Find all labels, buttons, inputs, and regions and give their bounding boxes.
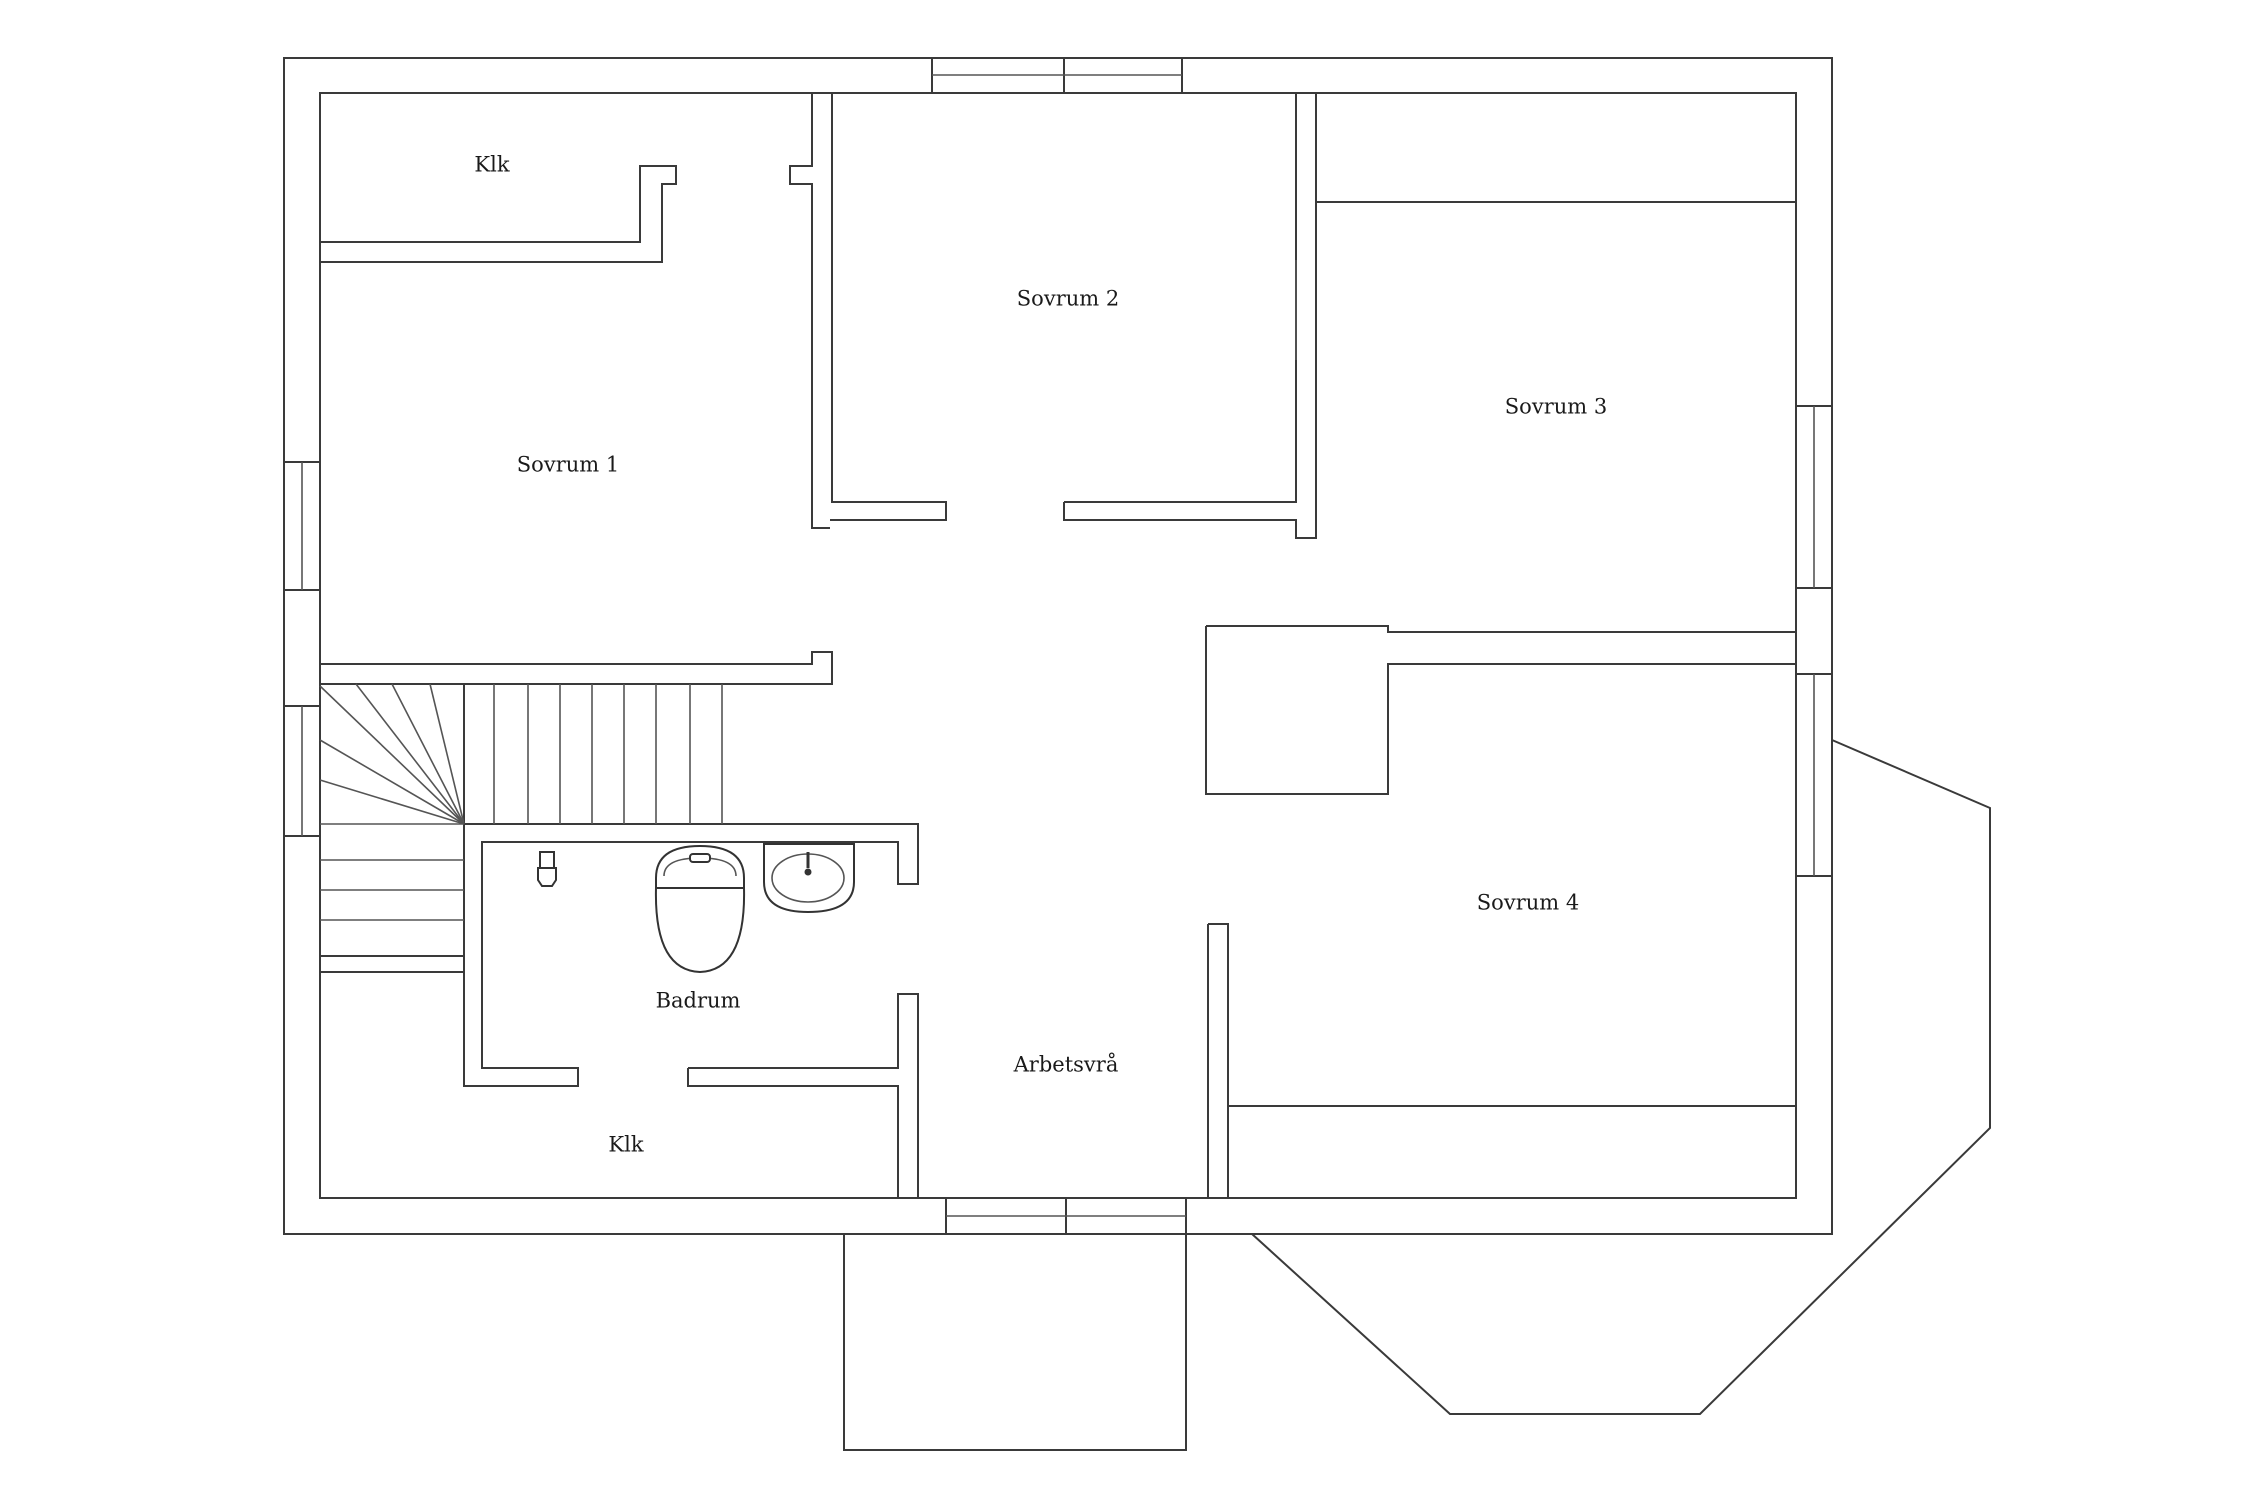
- interior-walls: [320, 92, 1797, 1199]
- windows: [283, 57, 1833, 1235]
- toilet-icon: [654, 844, 746, 974]
- room-label-arbetsvra: Arbetsvrå: [1013, 1053, 1119, 1077]
- room-label-klk-bottom: Klk: [608, 1133, 643, 1157]
- shower-icon: [537, 851, 557, 887]
- room-label-sovrum-1: Sovrum 1: [517, 453, 619, 477]
- room-label-badrum: Badrum: [656, 989, 741, 1013]
- room-label-klk-top: Klk: [474, 153, 509, 177]
- room-label-sovrum-2: Sovrum 2: [1017, 287, 1119, 311]
- room-label-sovrum-4: Sovrum 4: [1477, 891, 1579, 915]
- staircase: [319, 683, 723, 921]
- balconies: [843, 739, 1991, 1451]
- sink-icon: [763, 843, 855, 914]
- room-label-sovrum-3: Sovrum 3: [1505, 395, 1607, 419]
